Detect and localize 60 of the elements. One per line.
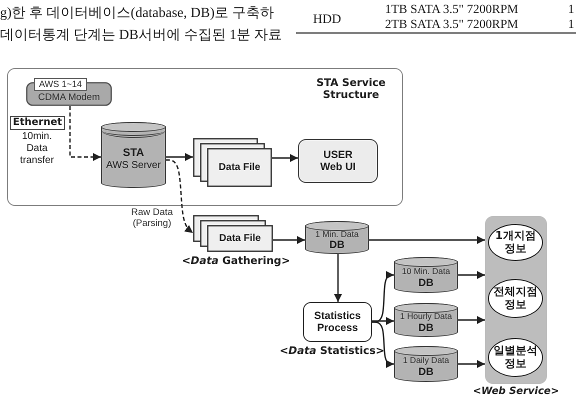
node-label: 전체지점 정보	[493, 286, 538, 312]
node-label: Ethernet	[12, 117, 62, 129]
node-label: 1 Daily Data	[402, 356, 450, 366]
table-cell: 1TB SATA 3.5" 7200RPM	[385, 2, 518, 17]
ui-box	[298, 139, 378, 183]
arrow	[272, 154, 298, 162]
arrow	[372, 317, 394, 325]
file-stack	[193, 138, 272, 187]
server-cylinder	[101, 122, 166, 188]
structure-frame	[7, 68, 403, 206]
arrow	[458, 316, 485, 324]
database-cylinder	[394, 346, 458, 382]
node-caption: <Data Statistics>	[278, 345, 386, 358]
arrow	[334, 254, 342, 302]
frame-title: STA Service Structure	[315, 77, 387, 102]
arrow	[369, 236, 485, 244]
paragraph-line: g)한 후 데이터베이스(database, DB)로 구축하	[0, 5, 274, 22]
arrow	[458, 271, 485, 279]
arrow	[458, 360, 485, 368]
table-cell: 1	[568, 2, 574, 17]
database-cylinder	[305, 221, 369, 254]
node-title: DB	[418, 366, 434, 378]
node-caption: <Data Gathering>	[180, 255, 292, 268]
node-title: DB	[329, 239, 345, 252]
node-label: 1 Min. Data	[315, 230, 359, 240]
arrow	[166, 153, 193, 161]
dashed-arrow	[69, 106, 101, 161]
service-ellipse	[488, 338, 543, 377]
node-caption: <Web Service>	[472, 386, 560, 398]
table-cell: HDD	[313, 11, 342, 27]
node-title: DB	[418, 322, 434, 334]
node-label: CDMA Modem	[37, 93, 101, 104]
node-label: USER Web UI	[319, 148, 357, 174]
node-label: 1 Hourly Data	[400, 312, 452, 322]
paragraph-line: 데이터통계 단계는 DB서버에 수집된 1분 자료	[0, 27, 282, 44]
node-label: Data File	[219, 232, 261, 244]
node-title: DB	[418, 276, 434, 289]
file-stack	[193, 215, 273, 252]
node-caption: 10min. Data transfer	[19, 131, 55, 167]
modem-box	[26, 78, 112, 106]
arrow	[372, 321, 394, 368]
node-title: STA	[122, 146, 144, 160]
ethernet-box	[10, 116, 65, 130]
modem-tag: AWS 1~14	[34, 78, 87, 91]
process-box	[303, 302, 372, 342]
service-ellipse	[488, 224, 543, 261]
dashed-arrow	[166, 159, 194, 234]
table-cell: 1	[568, 17, 574, 32]
arrow	[273, 236, 305, 244]
node-label: Data File	[218, 162, 260, 174]
database-cylinder	[394, 303, 458, 337]
node-label: 1개지점 정보	[494, 230, 537, 256]
node-label: Statistics Process	[313, 310, 362, 334]
service-panel	[485, 216, 547, 384]
node-label: AWS Server	[106, 160, 161, 172]
service-ellipse	[488, 279, 543, 318]
node-label: 일별분석 정보	[493, 344, 538, 370]
node-label: 10 Min. Data	[402, 267, 450, 277]
database-cylinder	[394, 257, 458, 293]
table-cell: 2TB SATA 3.5" 7200RPM	[385, 17, 518, 32]
